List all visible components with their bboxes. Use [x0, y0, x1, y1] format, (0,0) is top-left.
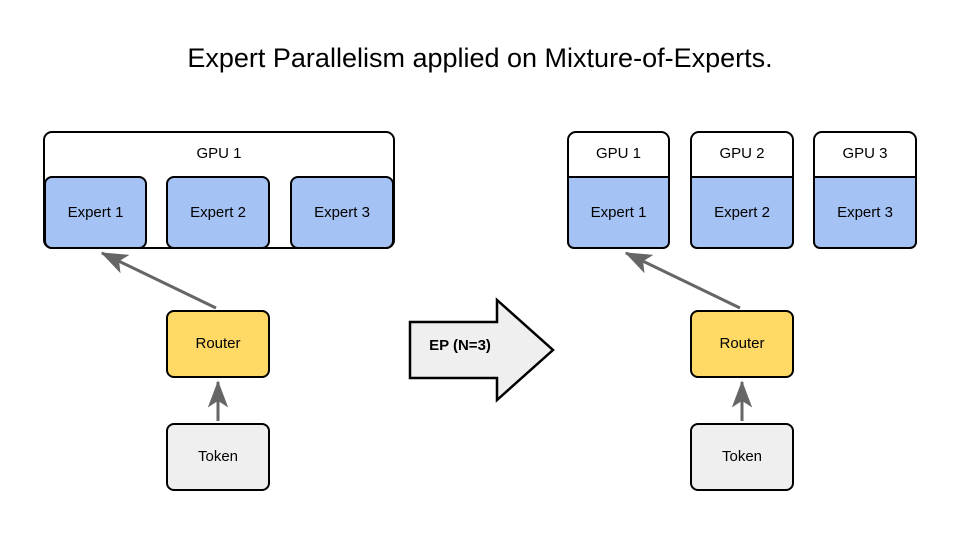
right-router-box[interactable]: Router [690, 310, 794, 378]
right-expert-2[interactable]: Expert 2 [690, 176, 794, 249]
right-expert-3-label: Expert 3 [837, 203, 893, 221]
left-expert-1-label: Expert 1 [67, 203, 124, 221]
left-token-label: Token [197, 448, 239, 465]
left-expert-2[interactable]: Expert 2 [166, 176, 270, 249]
page-title: Expert Parallelism applied on Mixture-of… [187, 43, 773, 73]
left-expert-3[interactable]: Expert 3 [290, 176, 394, 249]
right-expert-1-label: Expert 1 [590, 203, 647, 221]
right-token-box[interactable]: Token [690, 423, 794, 491]
left-expert-2-label: Expert 2 [190, 203, 246, 221]
right-expert-1[interactable]: Expert 1 [567, 176, 670, 249]
left-router-to-expert1-arrow [100, 251, 217, 310]
ep-transform-label: EP (N=3) [429, 337, 491, 354]
right-router-to-expert1-arrow [624, 251, 741, 310]
right-token-label: Token [721, 448, 763, 465]
left-router-box[interactable]: Router [166, 310, 270, 378]
left-expert-1[interactable]: Expert 1 [44, 176, 147, 249]
right-router-label: Router [719, 335, 765, 352]
left-token-box[interactable]: Token [166, 423, 270, 491]
left-router-label: Router [195, 335, 241, 352]
right-expert-3[interactable]: Expert 3 [813, 176, 917, 249]
left-expert-3-label: Expert 3 [314, 203, 370, 221]
right-expert-2-label: Expert 2 [714, 203, 770, 221]
